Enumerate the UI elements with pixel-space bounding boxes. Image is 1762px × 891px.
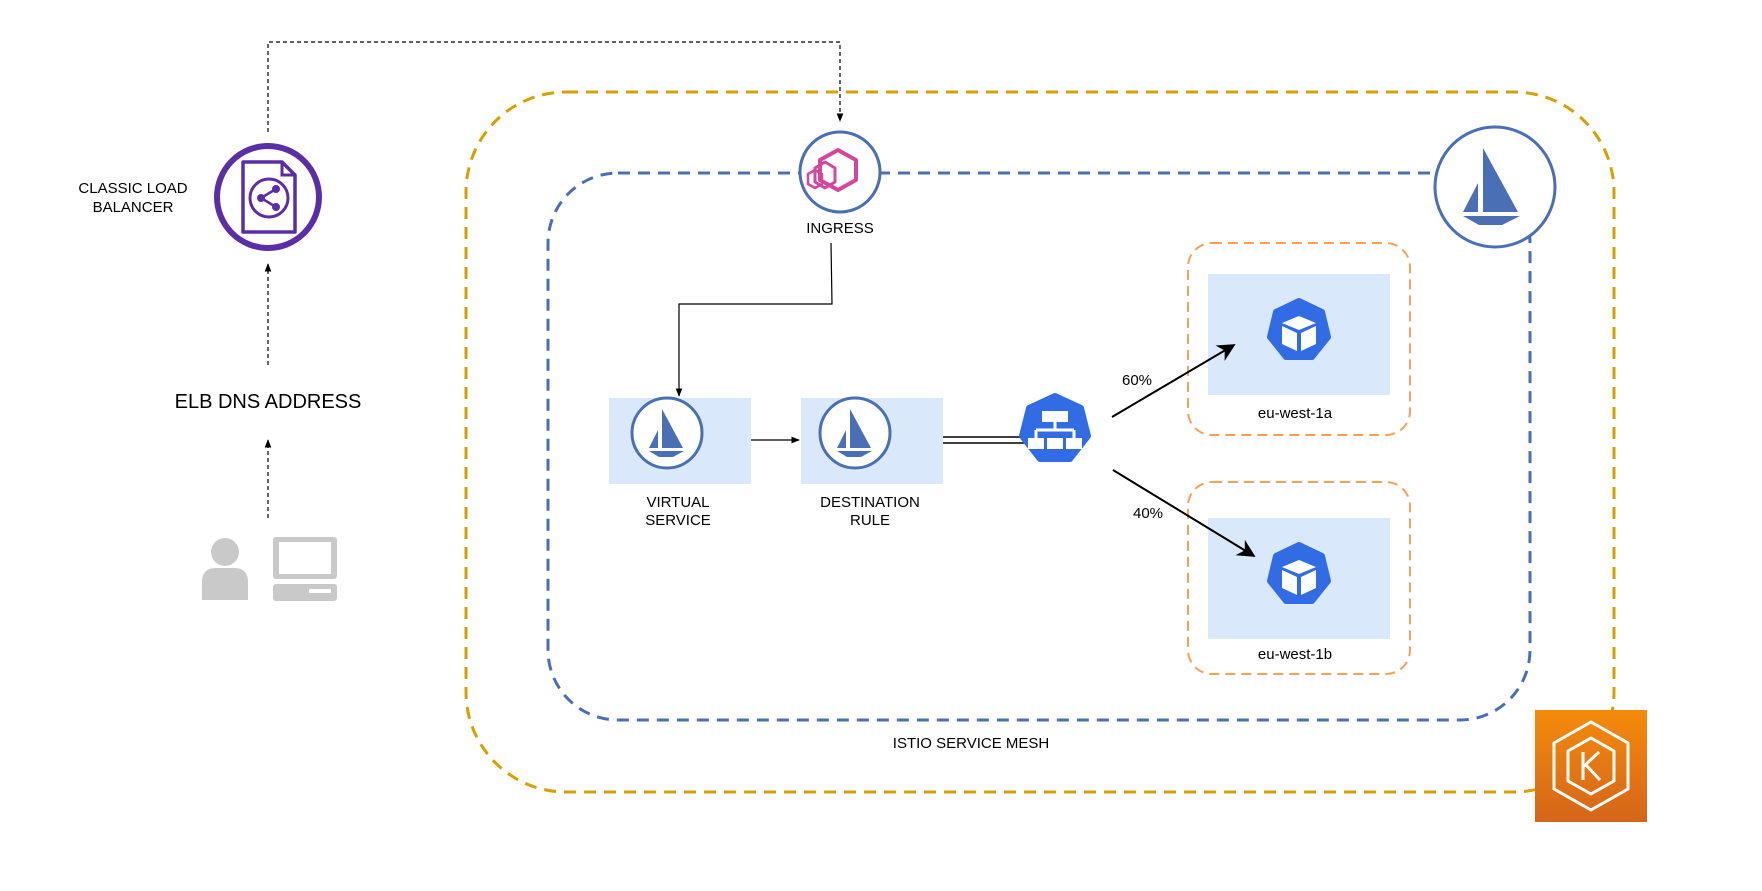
kubernetes-service-icon[interactable] <box>1019 393 1091 462</box>
service-mesh-boundary <box>546 171 1532 722</box>
kubernetes-pod-icon-b[interactable] <box>1267 542 1331 604</box>
virtual-service-istio-icon <box>630 396 704 470</box>
user-icon <box>202 538 248 600</box>
zone-b-label: eu-west-1b <box>1258 646 1332 663</box>
eks-icon <box>1535 710 1647 822</box>
envoy-icon[interactable] <box>798 130 882 214</box>
virtual-service-label-line2: SERVICE <box>645 512 711 529</box>
zone-b-boundary <box>1187 481 1411 675</box>
classic-lb-label-line1: CLASSIC LOAD <box>78 180 187 197</box>
weight-a-label: 60% <box>1122 372 1152 389</box>
istio-icon <box>1433 125 1557 249</box>
elb-icon <box>214 143 322 251</box>
destination-rule-label-line2: RULE <box>850 512 890 529</box>
destination-rule-label-line1: DESTINATION <box>820 494 920 511</box>
zone-a-boundary <box>1187 242 1411 436</box>
zone-a-label: eu-west-1a <box>1258 405 1333 422</box>
lb-to-ingress-arrow <box>267 41 844 132</box>
service-to-zone-a-arrow <box>1111 344 1236 418</box>
weight-b-label: 40% <box>1133 505 1163 522</box>
ingress-label: INGRESS <box>806 220 874 237</box>
service-mesh-label: ISTIO SERVICE MESH <box>893 735 1049 752</box>
classic-lb-label-line2: BALANCER <box>93 199 174 216</box>
service-to-zone-b-arrow <box>1112 469 1256 557</box>
destination-rule-istio-icon <box>818 396 892 470</box>
virtual-service-label-line1: VIRTUAL <box>646 494 709 511</box>
elb-dns-label: ELB DNS ADDRESS <box>175 391 362 413</box>
kubernetes-pod-icon-a[interactable] <box>1267 298 1331 360</box>
ingress-to-vs-arrow <box>675 242 833 397</box>
computer-icon <box>273 537 337 601</box>
